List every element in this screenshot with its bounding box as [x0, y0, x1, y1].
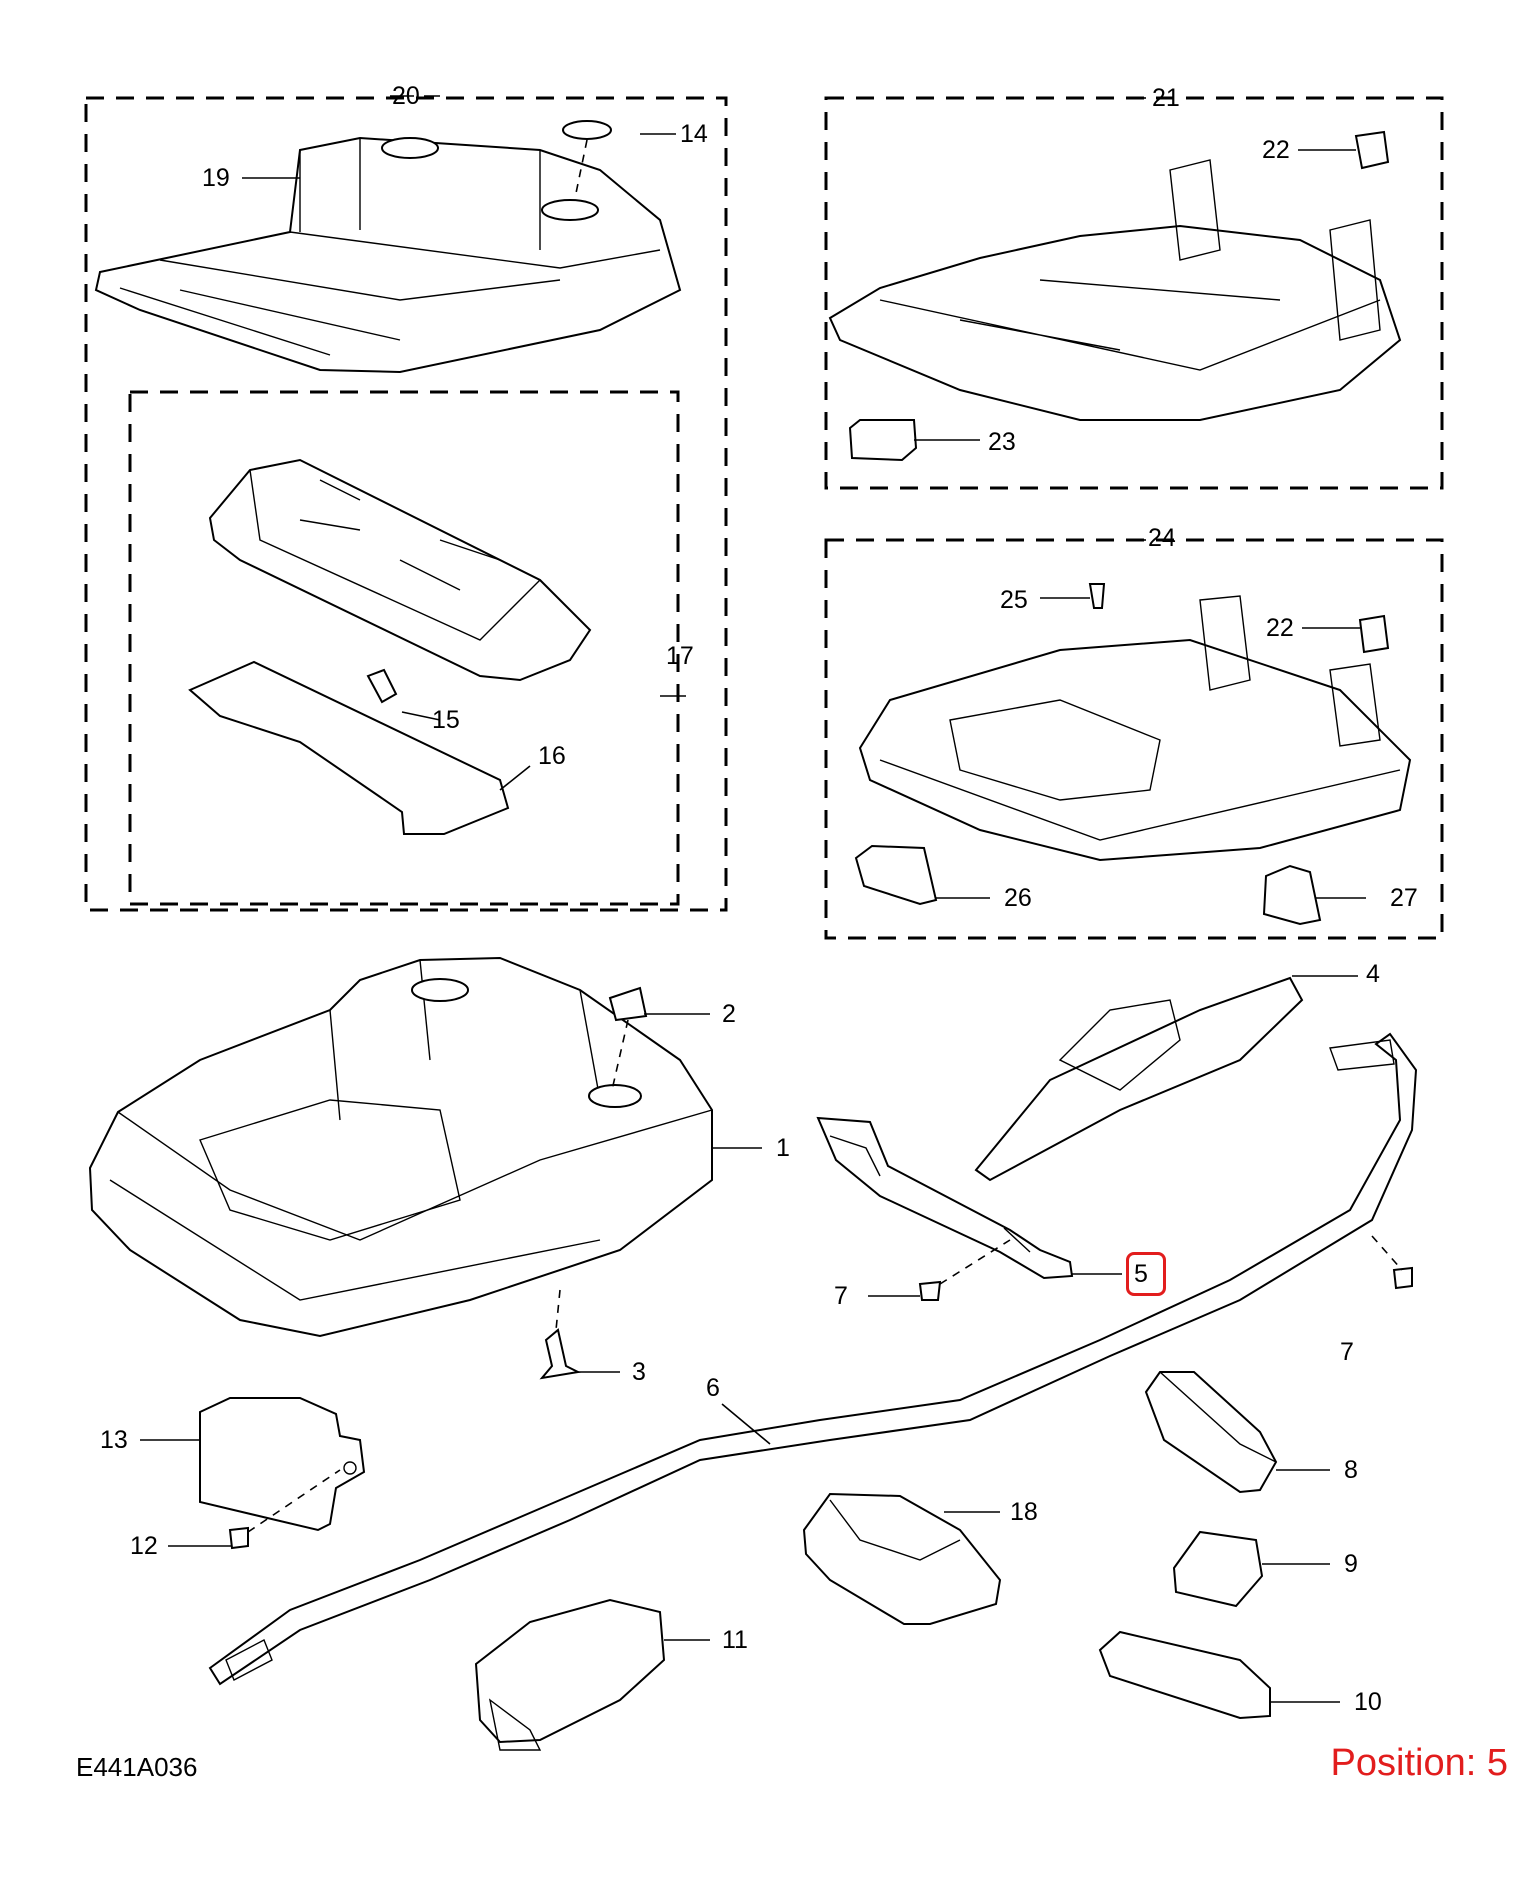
callout-4[interactable]: 4	[1366, 960, 1380, 988]
callout-21[interactable]: 21	[1152, 84, 1180, 112]
part-15-bulb	[366, 668, 398, 704]
part-12-screw	[228, 1526, 249, 1550]
part-22b-clip	[1358, 614, 1390, 654]
part-21-frame	[828, 159, 1402, 421]
part-24-frame	[858, 595, 1412, 862]
part-25-screw	[1088, 583, 1106, 609]
callout-8[interactable]: 8	[1344, 1456, 1358, 1484]
callout-22a[interactable]: 22	[1262, 136, 1290, 164]
part-7a-screw	[918, 1280, 942, 1301]
part-26-insert	[854, 844, 938, 906]
callout-15[interactable]: 15	[432, 706, 460, 734]
callout-12[interactable]: 12	[130, 1532, 158, 1560]
part-16-lens	[188, 660, 510, 835]
callout-2[interactable]: 2	[722, 1000, 736, 1028]
part-3-pushpin	[539, 1328, 582, 1380]
callout-26[interactable]: 26	[1004, 884, 1032, 912]
part-5-bracket	[816, 1116, 1074, 1280]
callout-20[interactable]: 20	[392, 82, 420, 110]
part-18-bracket	[802, 1492, 1002, 1625]
callout-13[interactable]: 13	[100, 1426, 128, 1454]
part-8-switch	[1144, 1371, 1278, 1494]
part-9-socket	[1172, 1530, 1264, 1608]
part-7b-screw	[1392, 1266, 1413, 1290]
part-1-console	[88, 956, 713, 1338]
part-17-light-module	[208, 458, 592, 682]
callout-17[interactable]: 17	[666, 642, 694, 670]
callout-7b[interactable]: 7	[1340, 1338, 1354, 1366]
callout-11[interactable]: 11	[722, 1626, 748, 1654]
part-6-harness	[208, 1032, 1418, 1686]
callout-7a[interactable]: 7	[834, 1282, 848, 1310]
part-19-console-housing	[94, 136, 682, 374]
callout-18[interactable]: 18	[1010, 1498, 1038, 1526]
callout-16[interactable]: 16	[538, 742, 566, 770]
callout-6[interactable]: 6	[706, 1374, 720, 1402]
callout-5[interactable]: 5	[1134, 1260, 1148, 1288]
callout-24[interactable]: 24	[1148, 524, 1176, 552]
callout-25[interactable]: 25	[1000, 586, 1028, 614]
part-23-insert	[848, 419, 918, 462]
part-4-lens-panel	[974, 976, 1304, 1182]
callout-10[interactable]: 10	[1354, 1688, 1382, 1716]
part-13-module	[199, 1397, 366, 1532]
part-2-clip	[608, 986, 648, 1022]
position-indicator: Position: 5	[1330, 1742, 1508, 1784]
callout-23[interactable]: 23	[988, 428, 1016, 456]
part-14-grommet	[562, 120, 612, 140]
callout-1[interactable]: 1	[776, 1134, 790, 1162]
callout-14[interactable]: 14	[680, 120, 708, 148]
callout-9[interactable]: 9	[1344, 1550, 1358, 1578]
part-10-lamp	[1098, 1630, 1271, 1720]
leader-lines	[140, 95, 1403, 1703]
highlighted-callout-frame	[1126, 1252, 1166, 1296]
callout-27[interactable]: 27	[1390, 884, 1418, 912]
callout-22b[interactable]: 22	[1266, 614, 1294, 642]
callout-3[interactable]: 3	[632, 1358, 646, 1386]
group-20-outline	[84, 96, 728, 912]
group-17-outline	[128, 390, 680, 906]
part-11-switch-pack	[474, 1598, 666, 1751]
drawing-code: E441A036	[76, 1752, 198, 1782]
callout-19[interactable]: 19	[202, 164, 230, 192]
part-22a-clip	[1354, 130, 1390, 170]
part-27-insert	[1262, 864, 1322, 926]
